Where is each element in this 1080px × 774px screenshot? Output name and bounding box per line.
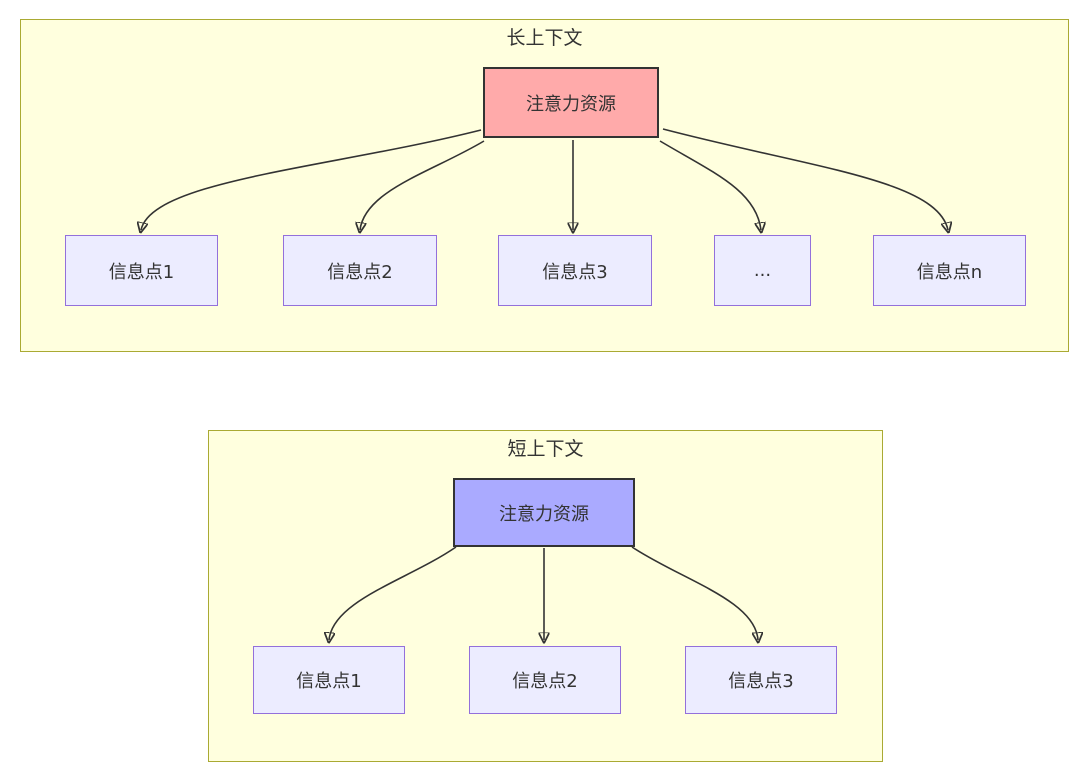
info-point-ellipsis-long: ...: [714, 235, 811, 306]
long-context-title: 长上下文: [506, 27, 583, 49]
info-point-1-long: 信息点1: [65, 235, 218, 306]
info-point-2-long: 信息点2: [283, 235, 437, 306]
info-point-2-short: 信息点2: [469, 646, 621, 714]
info-point-3-long: 信息点3: [498, 235, 652, 306]
short-context-title: 短上下文: [507, 438, 584, 460]
attention-resource-node-long: 注意力资源: [483, 67, 659, 138]
info-point-1-short: 信息点1: [253, 646, 405, 714]
info-point-n-long: 信息点n: [873, 235, 1026, 306]
info-point-3-short: 信息点3: [685, 646, 837, 714]
attention-resource-node-short: 注意力资源: [453, 478, 635, 547]
